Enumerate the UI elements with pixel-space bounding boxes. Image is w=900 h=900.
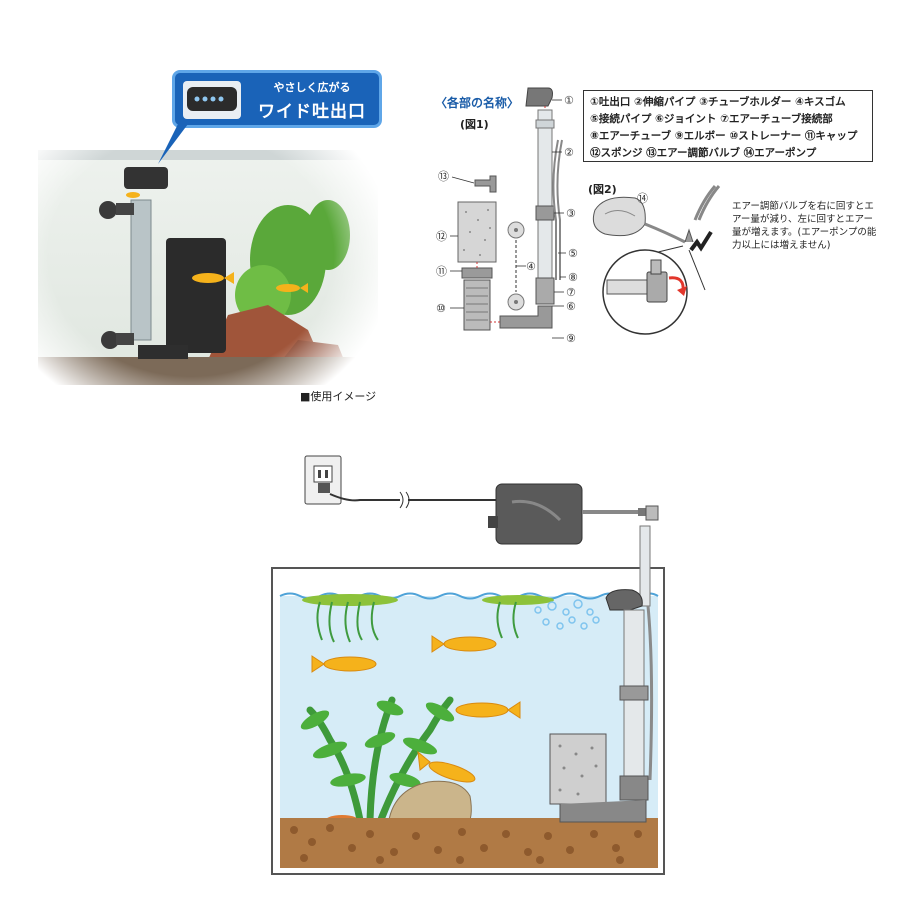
tube-holder-icon bbox=[535, 205, 555, 221]
fig2-note: エアー調節バルブを右に回すとエアー量が減り、左に回すとエアー量が増えます。(エア… bbox=[732, 201, 877, 251]
label-1: ① bbox=[564, 94, 574, 107]
elbow-icon bbox=[499, 305, 553, 329]
usage-photo bbox=[38, 95, 378, 385]
callout-line-2: ワイド吐出口 bbox=[258, 102, 366, 122]
outlet-head-icon bbox=[525, 87, 553, 107]
arrow-icon bbox=[689, 230, 713, 252]
medaka-fish bbox=[311, 635, 521, 783]
air-valve-icon bbox=[474, 175, 497, 193]
legend-line: ⑤接続パイプ ⑥ジョイント ⑦エアーチューブ接続部 bbox=[590, 113, 833, 125]
label-10: ⑩ bbox=[436, 302, 446, 315]
callout-pointer bbox=[158, 124, 188, 164]
cap-icon bbox=[461, 267, 493, 279]
extension-pipe-icon bbox=[537, 109, 553, 279]
label-3: ③ bbox=[566, 207, 576, 220]
photo-caption: ■使用イメージ bbox=[300, 390, 377, 403]
part-number-labels: ① ② ③ ④ ⑤ ⑥ ⑦ ⑧ ⑨ ⑩ ⑪ ⑫ ⑬ bbox=[436, 94, 578, 345]
outlet-head-icon bbox=[605, 589, 643, 611]
legend-line: ⑧エアーチューブ ⑨エルボー ⑩ストレーナー ⑪キャップ bbox=[590, 130, 858, 142]
label-14: ⑭ bbox=[637, 192, 648, 205]
legend-line: ①吐出口 ②伸縮パイプ ③チューブホルダー ④キスゴム bbox=[590, 96, 846, 108]
parts-title: 〈各部の名称〉 bbox=[435, 96, 520, 110]
label-9: ⑨ bbox=[566, 332, 576, 345]
label-8: ⑧ bbox=[568, 271, 578, 284]
label-13: ⑬ bbox=[438, 170, 449, 183]
parts-exploded-diagram: ① ② ③ ④ ⑤ ⑥ ⑦ ⑧ ⑨ ⑩ ⑪ ⑫ ⑬ bbox=[436, 87, 578, 345]
label-2: ② bbox=[564, 146, 574, 159]
parts-legend: ①吐出口 ②伸縮パイプ ③チューブホルダー ④キスゴム ⑤接続パイプ ⑥ジョイン… bbox=[583, 90, 873, 162]
legend-line: ⑫スポンジ ⑬エアー調節バルブ ⑭エアーポンプ bbox=[590, 147, 817, 159]
label-12: ⑫ bbox=[436, 230, 447, 243]
callout-line-1: やさしく広がる bbox=[273, 81, 351, 94]
label-4: ④ bbox=[526, 260, 536, 273]
outlet-thumbnail bbox=[183, 81, 241, 119]
label-6: ⑥ bbox=[566, 300, 576, 313]
label-7: ⑦ bbox=[566, 286, 576, 299]
floating-plants bbox=[302, 594, 554, 643]
valve-adjust-diagram: ⑭ bbox=[592, 185, 721, 335]
air-bubbles bbox=[534, 599, 600, 630]
fig2-label: (図2) bbox=[588, 183, 617, 196]
air-pump-icon bbox=[495, 483, 583, 545]
joint-icon bbox=[535, 277, 555, 305]
sponge-icon bbox=[457, 201, 497, 263]
rock bbox=[387, 780, 472, 829]
gravel bbox=[280, 818, 658, 868]
label-11: ⑪ bbox=[436, 265, 447, 278]
label-5: ⑤ bbox=[568, 247, 578, 260]
fig1-label: (図1) bbox=[460, 118, 489, 131]
wide-outlet-callout: やさしく広がる ワイド吐出口 bbox=[172, 70, 382, 128]
setup-illustration bbox=[271, 455, 665, 875]
